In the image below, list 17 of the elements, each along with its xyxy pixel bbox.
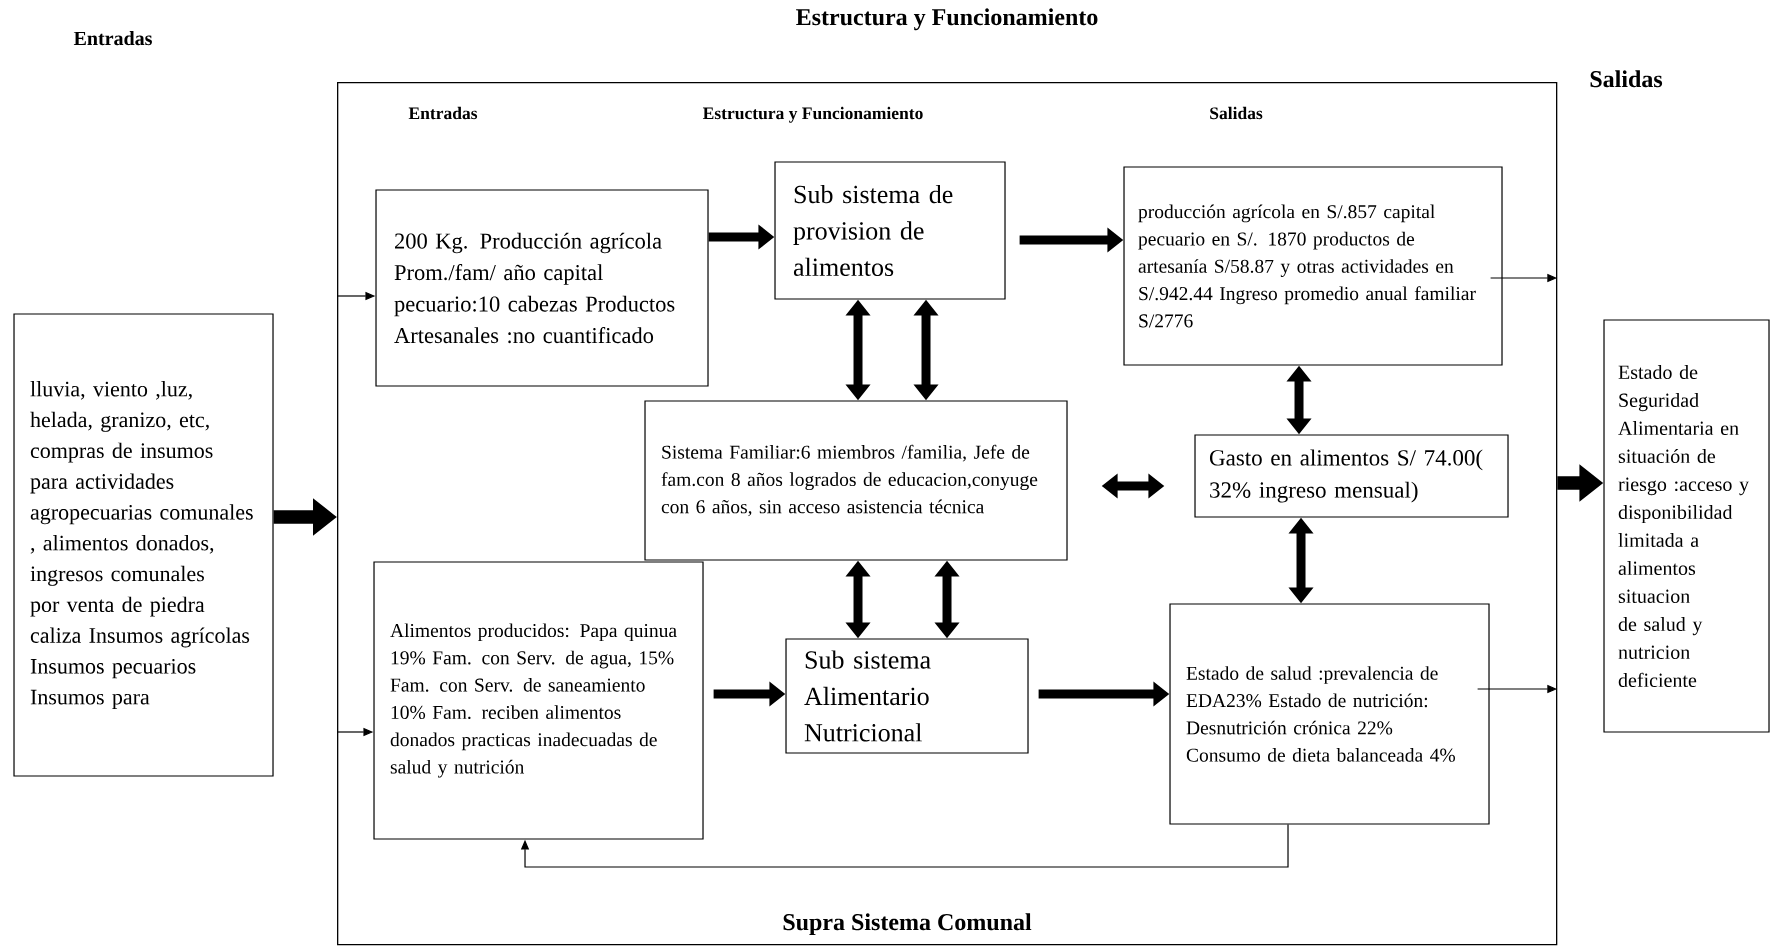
section-heading: Salidas [1590,70,1663,88]
input-box: lluvia, viento ,luz, helada, granizo, etc, compras de insumos para actividades agropecuarias comunales , alimentos donados, ingresos comunales por venta de piedra caliza Insumos agrícolas Insumos pecuarios Insumos para [13,313,274,777]
status-box: Estado de salud :prevalencia de EDA23% Estado de nutrición: Desnutrición crónica 22% Consumo de dieta balanceada 4% [1169,603,1490,825]
output-box: producción agrícola en S/.857 capital pecuario en S/. 1870 productos de artesanía S/58.87 y otras actividades en S/.942.44 Ingreso promedio anual familiar S/2776 [1123,166,1503,366]
section-heading: Estructura y Funcionamiento [796,8,1098,31]
arrow [520,824,1289,868]
column-heading: Entradas [408,106,478,120]
subsystem-box: Sub sistema de provision de alimentos [774,161,1006,300]
subsystem-box: Sub sistema Alimentario Nutricional [785,638,1029,754]
process-box: Alimentos producidos: Papa quinua 19% Fam. con Serv. de agua, 15% Fam. con Serv. de saneamiento 10% Fam. reciben alimentos donados practicas inadecuadas de salud y nutrición [373,561,704,840]
column-heading: Estructura y Funcionamiento [702,106,923,123]
column-heading: Salidas [1210,106,1263,120]
expense-box: Gasto en alimentos S/ 74.00( 32% ingreso mensual) [1194,434,1509,518]
family-box: Sistema Familiar:6 miembros /familia, Jefe de fam.con 8 años logrados de educacion,conyuge con 6 años, sin acceso asistencia técnica [644,400,1068,561]
section-heading: Entradas [73,31,152,46]
result-box: Estado de Seguridad Alimentaria en situación de riesgo :acceso y disponibilidad limitada a alimentos situacion de salud y nutricion deficiente [1603,319,1770,733]
process-box: 200 Kg. Producción agrícola Prom./fam/ año capital pecuario:10 cabezas Productos Artesanales :no cuantificado [375,189,709,387]
